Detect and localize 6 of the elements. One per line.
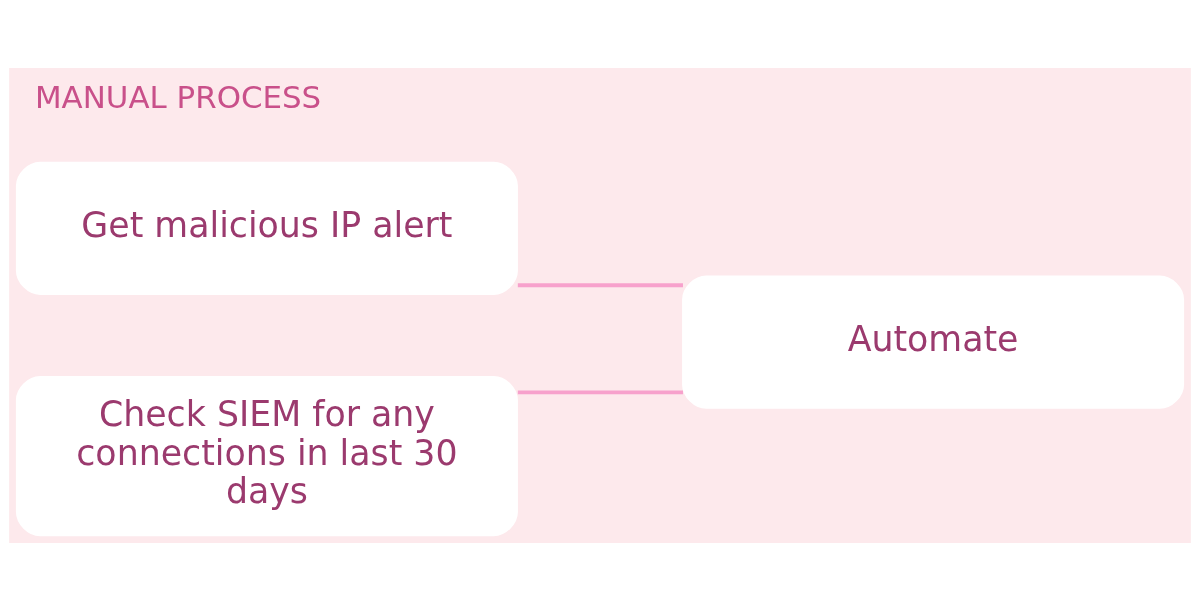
connector bbox=[517, 390, 683, 395]
node-box: Get malicious IP alert bbox=[15, 161, 518, 295]
diagram-title: MANUAL PROCESS bbox=[34, 79, 322, 116]
node-box: Check SIEM for any connections in last 30 days bbox=[15, 375, 518, 537]
connector bbox=[517, 283, 683, 288]
node-box: Automate bbox=[682, 275, 1185, 409]
